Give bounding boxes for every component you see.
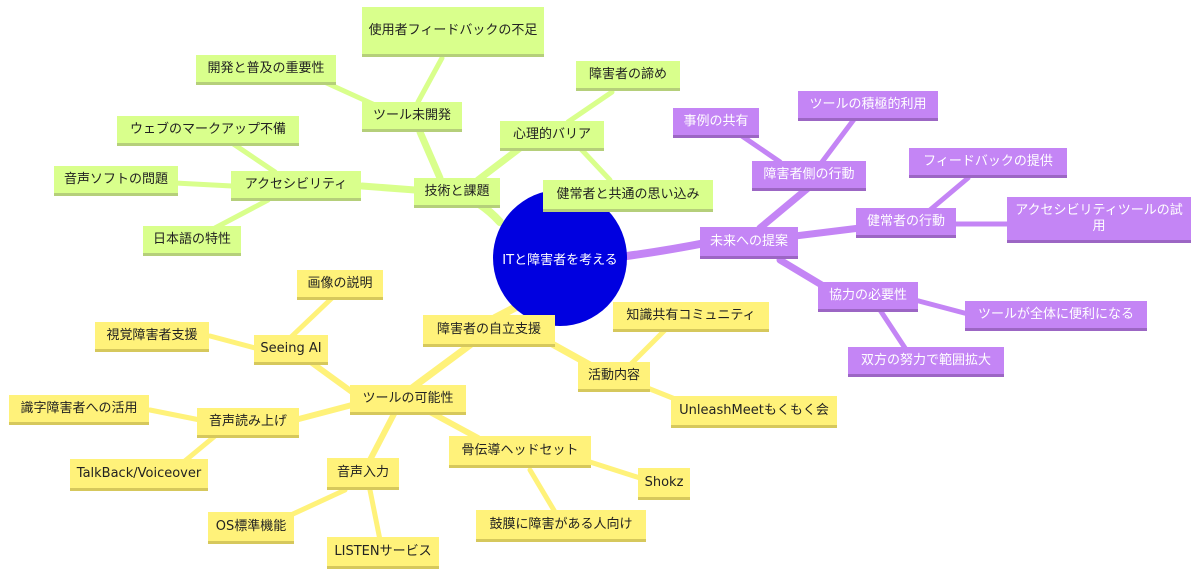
node-feedback-provide[interactable]: フィードバックの提供: [909, 148, 1067, 178]
node-future[interactable]: 未来への提案: [700, 227, 798, 259]
node-tool-trial[interactable]: アクセシビリティツールの試用: [1007, 197, 1191, 243]
edge-bone-eardrum: [527, 467, 558, 515]
node-tools-undeveloped[interactable]: ツール未開発: [362, 102, 462, 132]
edge-accessibility-japanese: [212, 197, 271, 231]
edge-voiceinput-listen: [367, 487, 383, 543]
node-both-effort[interactable]: 双方の努力で範囲拡大: [848, 347, 1004, 377]
node-voice-software[interactable]: 音声ソフトの問題: [54, 166, 178, 196]
node-listen[interactable]: LISTENサービス: [327, 537, 439, 569]
node-tool-potential[interactable]: ツールの可能性: [350, 385, 466, 415]
edge-root-future: [623, 239, 709, 260]
node-convenient[interactable]: ツールが全体に便利になる: [965, 301, 1147, 331]
edge-seeing-image: [287, 295, 335, 341]
node-unleashmeet[interactable]: UnleashMeetもくもく会: [671, 396, 837, 428]
node-dev-importance[interactable]: 開発と普及の重要性: [196, 55, 336, 85]
node-dyslexia[interactable]: 識字障害者への活用: [9, 395, 149, 425]
edge-tools-seeing: [305, 357, 355, 395]
node-visual-support[interactable]: 視覚障害者支援: [95, 322, 209, 352]
edge-tools-feedback: [415, 55, 445, 105]
node-giveup[interactable]: 障害者の諦め: [576, 61, 680, 91]
edge-tts-dyslexia: [147, 407, 203, 423]
node-image-description[interactable]: 画像の説明: [297, 270, 383, 300]
node-assumption[interactable]: 健常者と共通の思い込み: [543, 180, 713, 212]
edge-tools-tts: [292, 402, 355, 423]
node-tech[interactable]: 技術と課題: [414, 178, 500, 208]
node-talkback[interactable]: TalkBack/Voiceover: [70, 459, 208, 491]
edge-tools-bone: [427, 409, 481, 441]
edge-able-feedback: [927, 175, 971, 213]
node-tts[interactable]: 音声読み上げ: [197, 408, 299, 438]
root-topic[interactable]: ITと障害者を考える: [493, 190, 627, 326]
edge-coop-both: [877, 307, 908, 351]
edge-disabled-case: [739, 133, 783, 165]
edge-independence-tools: [408, 341, 474, 392]
edge-activities-community: [627, 327, 668, 368]
node-cooperation[interactable]: 協力の必要性: [818, 282, 918, 312]
node-disabled-actions[interactable]: 障害者側の行動: [752, 161, 866, 191]
node-shokz[interactable]: Shokz: [638, 468, 690, 500]
node-voice-input[interactable]: 音声入力: [327, 458, 399, 490]
node-seeing-ai[interactable]: Seeing AI: [254, 335, 328, 365]
node-activities[interactable]: 活動内容: [578, 362, 650, 392]
node-eardrum[interactable]: 鼓膜に障害がある人向け: [476, 510, 646, 542]
node-able-actions[interactable]: 健常者の行動: [856, 208, 956, 238]
edge-accessibility-markup: [229, 140, 278, 175]
edge-seeing-visual: [207, 333, 258, 351]
edge-accessibility-voice: [172, 180, 235, 189]
edge-bone-shokz: [587, 459, 643, 481]
node-user-feedback[interactable]: 使用者フィードバックの不足: [362, 7, 544, 57]
edge-tech-psych: [474, 144, 524, 184]
node-independence[interactable]: 障害者の自立支援: [423, 315, 555, 347]
node-markup[interactable]: ウェブのマークアップ不備: [117, 116, 299, 146]
edge-tech-tools: [416, 128, 444, 182]
node-os-standard[interactable]: OS標準機能: [208, 512, 294, 544]
node-psych-barrier[interactable]: 心理的バリア: [500, 121, 604, 151]
node-tool-use[interactable]: ツールの積極的利用: [798, 91, 938, 121]
edge-future-disabled: [756, 184, 812, 232]
node-bone-headset[interactable]: 骨伝導ヘッドセット: [449, 436, 591, 468]
edge-disabled-use: [819, 115, 858, 165]
edge-tech-accessibility: [358, 182, 419, 194]
node-community[interactable]: 知識共有コミュニティ: [613, 302, 769, 332]
edge-psych-giveup: [565, 89, 615, 125]
node-japanese[interactable]: 日本語の特性: [143, 226, 241, 256]
node-case-sharing[interactable]: 事例の共有: [673, 108, 759, 138]
edge-future-able: [791, 224, 864, 240]
edge-psych-assumption: [577, 145, 613, 183]
node-accessibility[interactable]: アクセシビリティ: [231, 171, 361, 201]
edge-coop-tools: [912, 297, 971, 317]
edge-tools-voiceinput: [367, 409, 398, 463]
